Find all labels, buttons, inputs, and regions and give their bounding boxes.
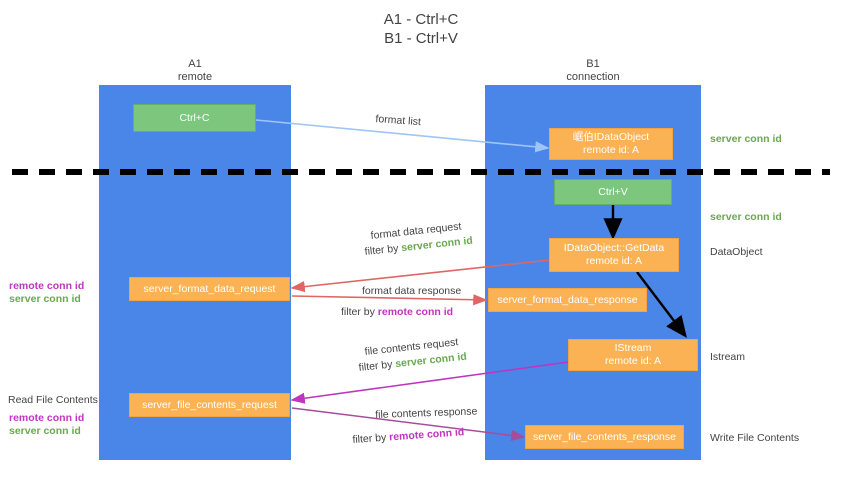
filter-value-remote-conn-id: remote conn id xyxy=(377,306,454,318)
annotation-server-conn-id-left-mid: server conn id xyxy=(9,293,81,305)
node-server-format-data-response-label: server_format_data_response xyxy=(497,293,638,306)
annotation-server-conn-id-left-low: server conn id xyxy=(9,425,81,437)
node-server-format-data-request-label: server_format_data_request xyxy=(143,282,276,295)
edge-format-data-request xyxy=(290,259,551,293)
lane-header-a1: A1 remote xyxy=(177,58,213,83)
edge-getdata-istream xyxy=(636,271,687,338)
edge-format-data-response xyxy=(291,294,488,306)
filter-prefix: filter by xyxy=(352,431,390,446)
node-istream-line1: IStream xyxy=(614,342,652,354)
node-idataobject-line1: 崌伯IDataObject xyxy=(572,131,650,143)
filter-prefix: filter by xyxy=(341,306,378,318)
annotation-remote-conn-id-low: remote conn id xyxy=(9,412,85,424)
edge-format-list xyxy=(255,119,550,153)
edge-file-contents-request xyxy=(290,361,569,404)
node-getdata-line1: IDataObject::GetData xyxy=(563,242,665,254)
node-server-file-contents-response[interactable]: server_file_contents_response xyxy=(525,425,684,449)
node-ctrl-v[interactable]: Ctrl+V xyxy=(554,179,672,205)
lane-header-b1: B1 connection xyxy=(566,58,620,83)
node-getdata[interactable]: IDataObject::GetData remote id: A xyxy=(549,238,679,272)
annotation-server-conn-id-mid: server conn id xyxy=(710,211,782,223)
node-istream[interactable]: IStream remote id: A xyxy=(568,339,698,371)
node-getdata-line2: remote id: A xyxy=(585,255,643,267)
annotation-remote-conn-id-mid: remote conn id xyxy=(9,280,85,292)
node-ctrl-c[interactable]: Ctrl+C xyxy=(133,104,256,132)
node-idataobject-line2: remote id: A xyxy=(582,144,640,156)
node-idataobject[interactable]: 崌伯IDataObject remote id: A xyxy=(549,128,673,160)
node-ctrl-c-label: Ctrl+C xyxy=(179,111,210,124)
edge-file-contents-response xyxy=(291,407,526,441)
node-server-file-contents-request[interactable]: server_file_contents_request xyxy=(129,393,290,417)
edge-label-format-data-response: format data response xyxy=(362,285,462,297)
annotation-dataobject: DataObject xyxy=(710,246,763,258)
node-server-format-data-request[interactable]: server_format_data_request xyxy=(129,277,290,301)
edge-label-format-data-response-filter: filter by remote conn id xyxy=(341,305,453,319)
page-title: A1 - Ctrl+C B1 - Ctrl+V xyxy=(383,11,459,47)
annotation-write-file-contents: Write File Contents xyxy=(710,432,800,444)
node-server-file-contents-request-label: server_file_contents_request xyxy=(142,398,277,411)
node-server-file-contents-response-label: server_file_contents_response xyxy=(532,430,676,443)
filter-prefix: filter by xyxy=(364,242,402,258)
filter-prefix: filter by xyxy=(358,358,396,374)
annotation-istream: Istream xyxy=(710,351,746,363)
node-istream-line2: remote id: A xyxy=(604,355,662,367)
node-server-format-data-response[interactable]: server_format_data_response xyxy=(488,288,647,312)
annotation-read-file-contents: Read File Contents xyxy=(8,394,98,406)
annotation-server-conn-id-top: server conn id xyxy=(710,133,782,145)
node-ctrl-v-label: Ctrl+V xyxy=(598,185,628,198)
